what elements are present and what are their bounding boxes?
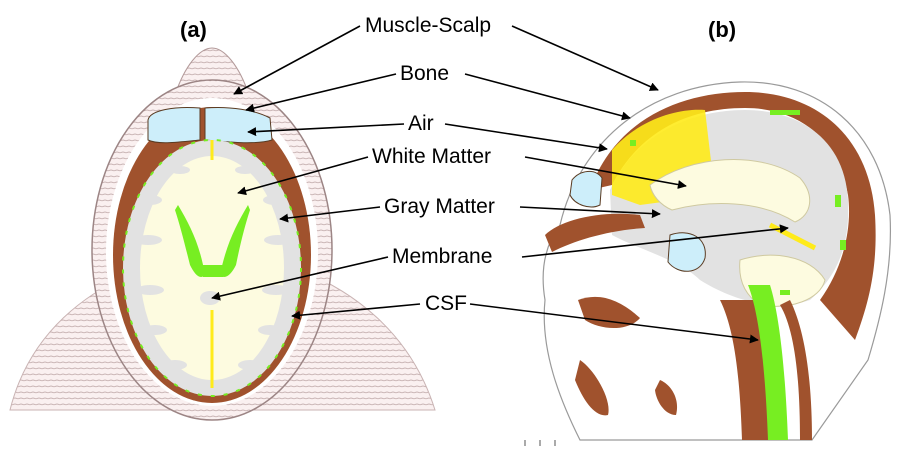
label-white-matter: White Matter <box>372 145 491 168</box>
label-air: Air <box>408 112 434 135</box>
axial-csf-small <box>203 265 223 277</box>
label-csf: CSF <box>425 292 467 315</box>
label-membrane: Membrane <box>392 245 492 268</box>
panel-a-letter: (a) <box>180 17 207 42</box>
sagittal-slice-illustration <box>525 82 890 446</box>
label-bone: Bone <box>400 62 449 85</box>
arrow-bone-a <box>246 74 396 110</box>
arrow-muscle-scalp-b <box>512 26 658 90</box>
arrow-bone-b <box>465 74 630 118</box>
arrow-muscle-scalp-a <box>234 26 360 94</box>
label-muscle-scalp: Muscle-Scalp <box>365 14 491 37</box>
label-gray-matter: Gray Matter <box>384 195 495 218</box>
sagittal-scale-ticks <box>525 440 555 446</box>
panel-b-letter: (b) <box>708 17 736 42</box>
axial-air-left <box>148 108 200 143</box>
sagittal-air-frontal <box>570 171 602 207</box>
axial-slice-illustration <box>10 48 435 420</box>
axial-midline-gray <box>200 291 220 305</box>
